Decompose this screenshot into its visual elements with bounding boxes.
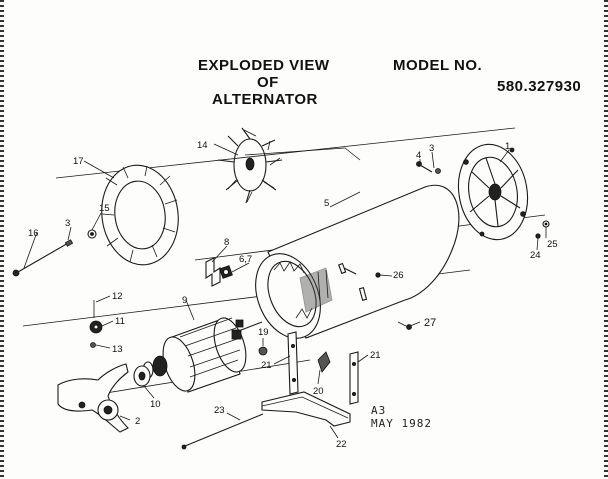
mounting-bracket-part-21 xyxy=(287,331,359,405)
through-bolt-part-16 xyxy=(12,229,97,277)
callout-13: 13 xyxy=(112,344,123,355)
model-number: 580.327930 xyxy=(497,78,582,95)
title-line-2: OF xyxy=(257,74,279,91)
callout-26: 26 xyxy=(393,270,404,281)
screw-part-27 xyxy=(397,321,412,330)
callout-25: 25 xyxy=(547,239,558,250)
callout-9: 9 xyxy=(182,295,187,306)
callout-8: 8 xyxy=(224,237,229,248)
scan-edge-left xyxy=(0,0,4,479)
screw-part-4 xyxy=(416,161,441,174)
callout-2: 2 xyxy=(135,416,140,427)
title-line-1: EXPLODED VIEW xyxy=(198,57,330,74)
callout-labels: 17 14 15 3 16 5 4 3 1 8 6,7 26 27 24 25 … xyxy=(28,140,558,450)
callout-11: 11 xyxy=(115,316,125,327)
adapter-plate-part-2 xyxy=(57,363,129,433)
callout-4: 4 xyxy=(416,150,421,161)
callout-20: 20 xyxy=(313,386,324,397)
brush-holder-part-8 xyxy=(205,257,233,287)
stamp-date: MAY 1982 xyxy=(371,417,432,430)
callout-14: 14 xyxy=(197,140,208,151)
bearing-part-10 xyxy=(133,365,151,387)
stator-housing-part-5 xyxy=(255,184,460,339)
callout-3-left: 3 xyxy=(65,218,70,229)
callout-19: 19 xyxy=(258,327,269,338)
base-bracket-part-22 xyxy=(261,391,351,427)
washer-part-19 xyxy=(258,346,268,356)
scan-edge-right xyxy=(604,0,608,479)
callout-21-right: 21 xyxy=(370,350,381,361)
title-line-3: ALTERNATOR xyxy=(212,91,318,108)
nut-part-24-25 xyxy=(535,220,550,239)
fan-shroud-part-17 xyxy=(101,164,179,266)
callout-16: 16 xyxy=(28,228,39,239)
callout-17: 17 xyxy=(73,156,84,167)
model-label: MODEL NO. xyxy=(393,57,483,74)
stud-part-23 xyxy=(181,413,264,450)
cooling-fan-part-14 xyxy=(217,127,283,204)
end-bell-part-1 xyxy=(457,143,529,241)
hardware-part-11-12-13 xyxy=(89,300,103,348)
callout-22: 22 xyxy=(336,439,347,450)
rotor-part-9 xyxy=(142,317,263,393)
screw-part-26 xyxy=(338,262,381,301)
callout-21-left: 21 xyxy=(261,360,272,371)
callout-10: 10 xyxy=(150,399,161,410)
callout-5: 5 xyxy=(324,198,329,209)
leader-lines xyxy=(23,143,547,439)
clip-part-20 xyxy=(317,351,331,373)
callout-1: 1 xyxy=(505,141,510,152)
callout-27: 27 xyxy=(424,317,436,329)
callout-12: 12 xyxy=(112,291,123,302)
callout-23: 23 xyxy=(214,405,225,416)
stamp-code: A3 xyxy=(371,404,387,417)
callout-3-right: 3 xyxy=(429,143,434,154)
callout-24: 24 xyxy=(530,250,541,261)
callout-6-7: 6,7 xyxy=(239,254,252,265)
callout-15: 15 xyxy=(99,203,110,214)
